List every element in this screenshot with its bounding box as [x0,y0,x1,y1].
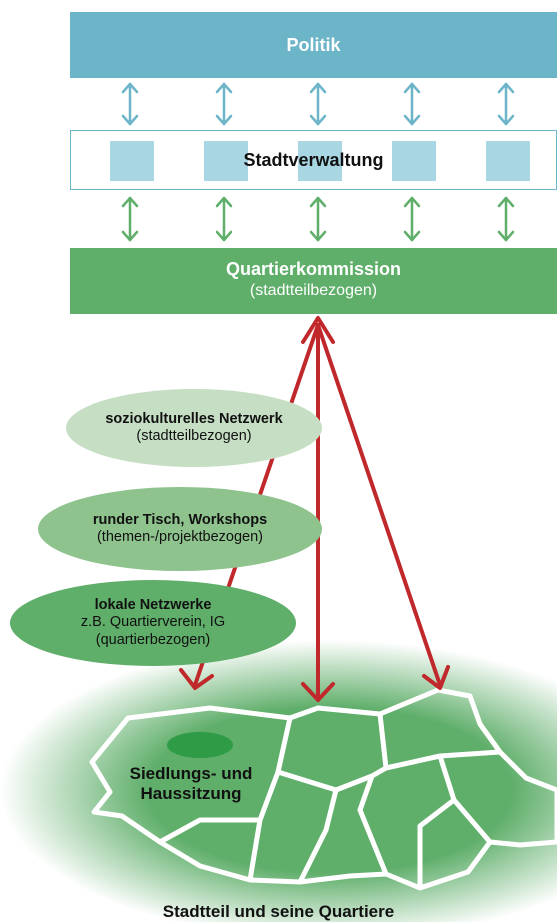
stadtverwaltung-label: Stadtverwaltung [243,150,384,170]
footer-caption: Stadtteil und seine Quartiere [162,902,395,921]
network-lokal: lokale Netzwerke z.B. Quartierverein, IG… [10,580,296,666]
verwaltung-unit [110,141,154,181]
quarter-boundaries [158,713,501,888]
network-note: (stadtteilbezogen) [136,428,252,444]
quartierkommission-subtitle: (stadtteilbezogen) [249,282,378,299]
politik-label: Politik [286,35,341,55]
siedlung-label: Siedlungs- und Haussitzung [129,764,253,804]
siedlung-marker [167,732,233,758]
network-note: (themen-/projektbezogen) [96,529,264,545]
network-soziokulturell: soziokulturelles Netzwerk (stadtteilbezo… [66,389,322,467]
politik-verwaltung-arrows [121,82,515,126]
politik-box: Politik [70,12,557,78]
verwaltung-unit [392,141,436,181]
network-note: z.B. Quartierverein, IG [80,614,226,631]
quartierkommission-title: Quartierkommission [225,259,402,279]
network-title: lokale Netzwerke [94,596,212,613]
network-title: soziokulturelles Netzwerk [105,410,283,427]
network-note: (quartierbezogen) [95,631,211,648]
network-title: runder Tisch, Workshops [92,511,268,528]
verwaltung-unit [298,141,342,181]
verwaltung-unit [204,141,248,181]
district-outline [89,687,557,891]
verwaltung-quartierkommission-arrows [121,196,515,242]
verwaltung-unit [486,141,530,181]
quartierkommission-box: Quartierkommission (stadtteilbezogen) [70,248,557,314]
stadtverwaltung-box: Stadtverwaltung [70,130,557,190]
network-runder-tisch: runder Tisch, Workshops (themen-/projekt… [38,487,322,571]
